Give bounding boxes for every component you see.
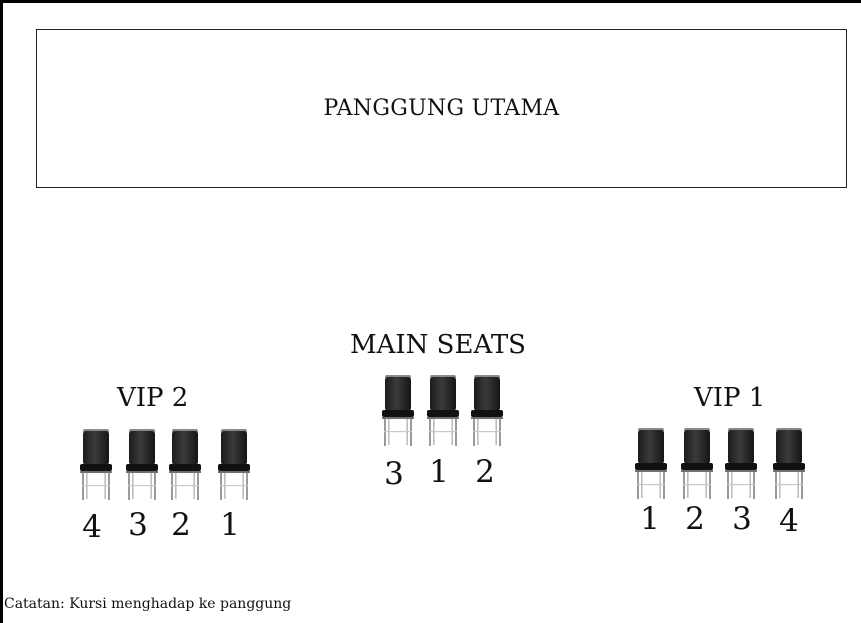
chair-icon xyxy=(772,427,806,501)
main-stage: PANGGUNG UTAMA xyxy=(36,29,847,188)
vip1-seat-number: 2 xyxy=(685,501,705,537)
stage-label: PANGGUNG UTAMA xyxy=(323,96,560,121)
chair-icon xyxy=(125,428,159,502)
vip2-seat-number: 4 xyxy=(82,509,102,545)
vip1-title: VIP 1 xyxy=(694,383,766,413)
main-seat-number: 2 xyxy=(475,454,495,490)
vip1-seat-number: 1 xyxy=(640,501,660,537)
seating-note: Catatan: Kursi menghadap ke panggung xyxy=(4,596,292,612)
vip2-seat-number: 1 xyxy=(220,507,240,543)
chair-icon xyxy=(724,427,758,501)
chair-icon xyxy=(381,374,415,448)
main-seats-title: MAIN SEATS xyxy=(350,330,526,360)
vip1-seat-number: 4 xyxy=(779,503,799,539)
vip2-title: VIP 2 xyxy=(117,383,189,413)
vip2-seat-number: 3 xyxy=(128,507,148,543)
vip2-seat-number: 2 xyxy=(171,507,191,543)
chair-icon xyxy=(634,427,668,501)
chair-icon xyxy=(680,427,714,501)
main-seat-number: 3 xyxy=(384,456,404,492)
vip1-seat-number: 3 xyxy=(732,501,752,537)
chair-icon xyxy=(470,374,504,448)
chair-icon xyxy=(217,428,251,502)
chair-icon xyxy=(79,428,113,502)
chair-icon xyxy=(426,374,460,448)
main-seat-number: 1 xyxy=(429,454,449,490)
chair-icon xyxy=(168,428,202,502)
